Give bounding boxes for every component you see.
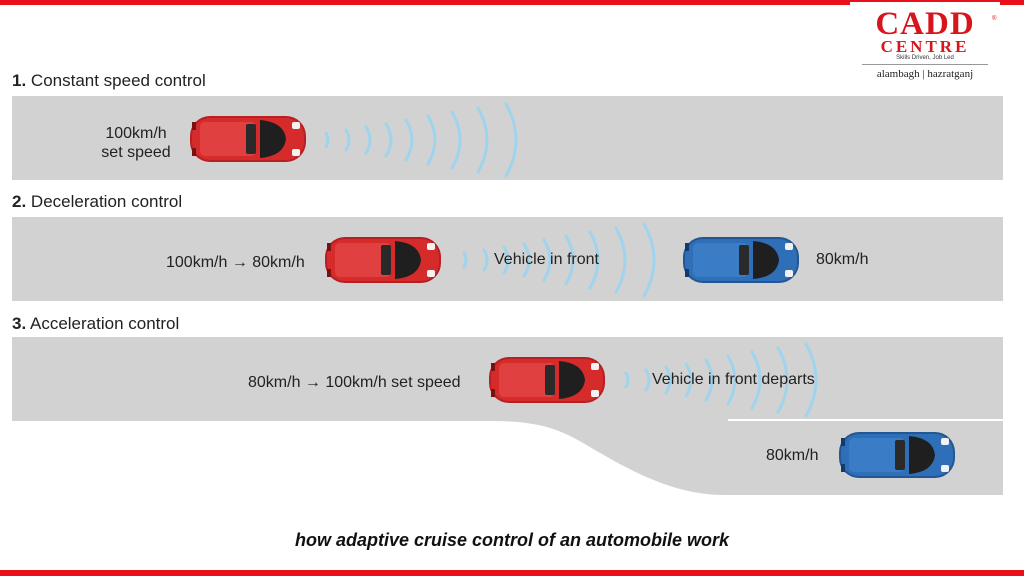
section-1-number: 1. bbox=[12, 71, 27, 90]
red-car bbox=[190, 116, 306, 162]
logo-divider bbox=[862, 64, 988, 65]
section-2-heading: 2. Deceleration control bbox=[12, 192, 182, 212]
logo-registered-mark: ® bbox=[992, 16, 997, 22]
section-3-title: Acceleration control bbox=[29, 314, 180, 333]
set-speed-label: 100km/h set speed bbox=[92, 124, 180, 162]
section-3-heading: 3. Acceleration control bbox=[12, 314, 179, 334]
logo-tagline: Skills Driven, Job Led bbox=[896, 55, 954, 61]
blue-car bbox=[839, 432, 955, 478]
top-accent-bar bbox=[0, 0, 1024, 5]
departed-vehicle-speed-label: 80km/h bbox=[766, 447, 819, 464]
vehicle-departs-label: Vehicle in front departs bbox=[652, 371, 815, 388]
caption: how adaptive cruise control of an automo… bbox=[294, 530, 730, 550]
section-1-heading: 1. Constant speed control bbox=[12, 71, 206, 91]
logo-line-cadd: CADD bbox=[875, 6, 975, 42]
acceleration-speed-label: 80km/h → 100km/h set speed bbox=[248, 374, 461, 391]
deceleration-speed-label: 100km/h → 80km/h bbox=[166, 254, 305, 271]
bottom-accent-bar bbox=[0, 570, 1024, 576]
logo-locations: alambagh | hazratganj bbox=[876, 68, 974, 80]
set-speed-text: set speed bbox=[101, 144, 171, 161]
logo-line-centre: CENTRE bbox=[880, 37, 970, 56]
section-1-title: Constant speed control bbox=[30, 71, 206, 90]
radar-waves bbox=[324, 102, 518, 178]
blue-car bbox=[683, 237, 799, 283]
section-2-title: Deceleration control bbox=[30, 192, 183, 211]
section-3-number: 3. bbox=[12, 314, 27, 333]
red-car bbox=[489, 357, 605, 403]
set-speed-value: 100km/h bbox=[105, 125, 167, 142]
cadd-centre-logo: CADD ® CENTRE Skills Driven, Job Led ala… bbox=[850, 2, 1000, 86]
front-vehicle-speed-label: 80km/h bbox=[816, 251, 869, 268]
vehicle-in-front-label: Vehicle in front bbox=[494, 251, 599, 268]
section-2-number: 2. bbox=[12, 192, 27, 211]
red-car bbox=[325, 237, 441, 283]
road-lane-3-split bbox=[12, 337, 1003, 495]
